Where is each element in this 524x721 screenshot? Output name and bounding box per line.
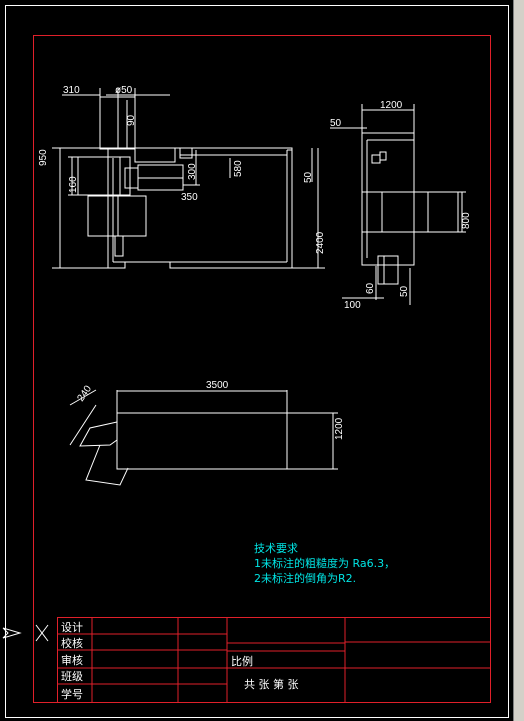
dim-diameter-50: ø50 xyxy=(115,85,133,96)
dim-50-side: 50 xyxy=(330,118,342,129)
tb-student-no: 学号 xyxy=(61,687,83,701)
tb-design: 设计 xyxy=(61,621,83,634)
tb-sheet-count: 共 张 第 张 xyxy=(244,677,299,691)
notes-line-1: 1未标注的粗糙度为 Ra6.3， xyxy=(254,556,395,570)
top-view xyxy=(69,389,338,486)
dim-310: 310 xyxy=(63,85,80,96)
dim-800: 800 xyxy=(461,212,472,229)
drawing-frame xyxy=(33,35,491,703)
tb-scale: 比例 xyxy=(231,654,253,668)
vertical-scrollbar[interactable] xyxy=(514,0,524,721)
dim-580: 580 xyxy=(233,160,244,177)
dim-50-bottom: 50 xyxy=(399,285,410,297)
tb-review: 审核 xyxy=(61,653,83,667)
dim-2400: 2400 xyxy=(315,231,326,254)
dim-1200-side: 1200 xyxy=(334,417,345,440)
dim-60: 60 xyxy=(365,282,376,294)
notes-title: 技术要求 xyxy=(254,542,298,555)
dim-100: 100 xyxy=(344,300,361,311)
dim-160: 160 xyxy=(68,176,79,193)
tb-class: 班级 xyxy=(61,670,83,683)
dim-3500: 3500 xyxy=(206,380,229,391)
title-block xyxy=(57,617,491,703)
notes-line-2: 2未标注的倒角为R2. xyxy=(254,571,356,585)
dim-1200-top: 1200 xyxy=(380,100,403,111)
dim-350: 350 xyxy=(181,192,198,203)
dim-300: 300 xyxy=(187,163,198,180)
sheet-border xyxy=(5,5,509,718)
dim-50-right: 50 xyxy=(303,171,314,183)
tb-check: 校核 xyxy=(61,636,83,650)
dim-950: 950 xyxy=(38,149,49,166)
ucs-arrow-icon xyxy=(2,624,49,642)
front-view xyxy=(52,88,325,269)
dim-90: 90 xyxy=(126,114,137,126)
side-view xyxy=(330,104,466,305)
